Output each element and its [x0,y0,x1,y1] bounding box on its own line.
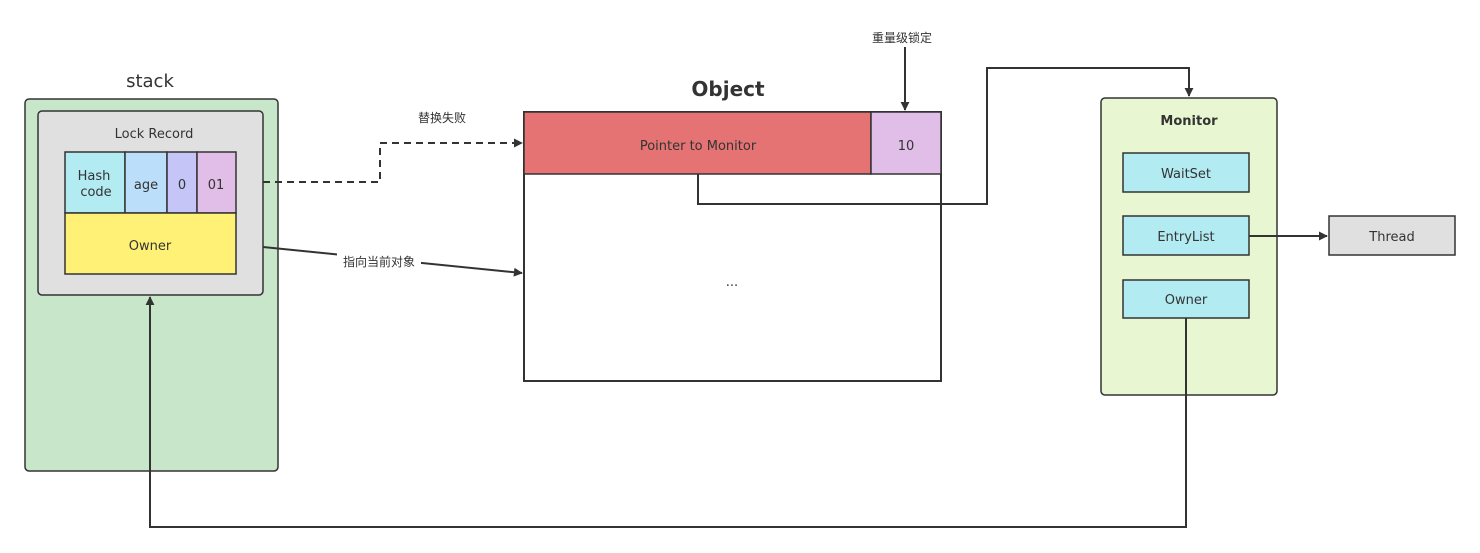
hash-code-text-line1: Hash [78,169,111,184]
lock-flag-text: 10 [898,139,915,154]
cas-failed-dashed-arrow [263,138,523,183]
heavyweight-lock-label: 重量级锁定 [872,30,932,45]
object-title: Object [691,77,765,101]
points-to-object-label-bg [337,253,421,270]
age-text: age [134,178,158,193]
monitor-owner-text: Owner [1165,293,1208,308]
monitor-owner-to-lock-record-arrow [145,296,1187,528]
object-body-ellipsis: ... [726,275,738,290]
object-to-monitor-arrow [697,67,1194,205]
points-to-object-label: 指向当前对象 [343,254,415,269]
lock-bits-text: 01 [208,178,225,193]
thread-box [1328,215,1456,256]
entry-list-cell [1122,215,1250,256]
monitor-owner-cell [1122,279,1250,319]
entry-list-text: EntryList [1157,230,1214,245]
stack-title: stack [126,71,174,92]
hash-code-text-line2: code [80,185,111,200]
lock-record-owner-cell [64,212,237,275]
monitor-title: Monitor [1160,114,1218,129]
thread-text: Thread [1368,230,1414,245]
wait-set-cell [1122,152,1250,193]
lock-flag-cell [870,111,942,175]
lock-record-label: Lock Record [115,127,194,142]
pointer-to-monitor-cell [523,111,872,175]
wait-set-text: WaitSet [1161,167,1211,182]
cas-failed-label: 替换失败 [418,110,466,125]
pointer-to-monitor-text: Pointer to Monitor [640,139,757,154]
bias-bit-text: 0 [178,178,186,193]
lock-record-owner-text: Owner [129,239,172,254]
